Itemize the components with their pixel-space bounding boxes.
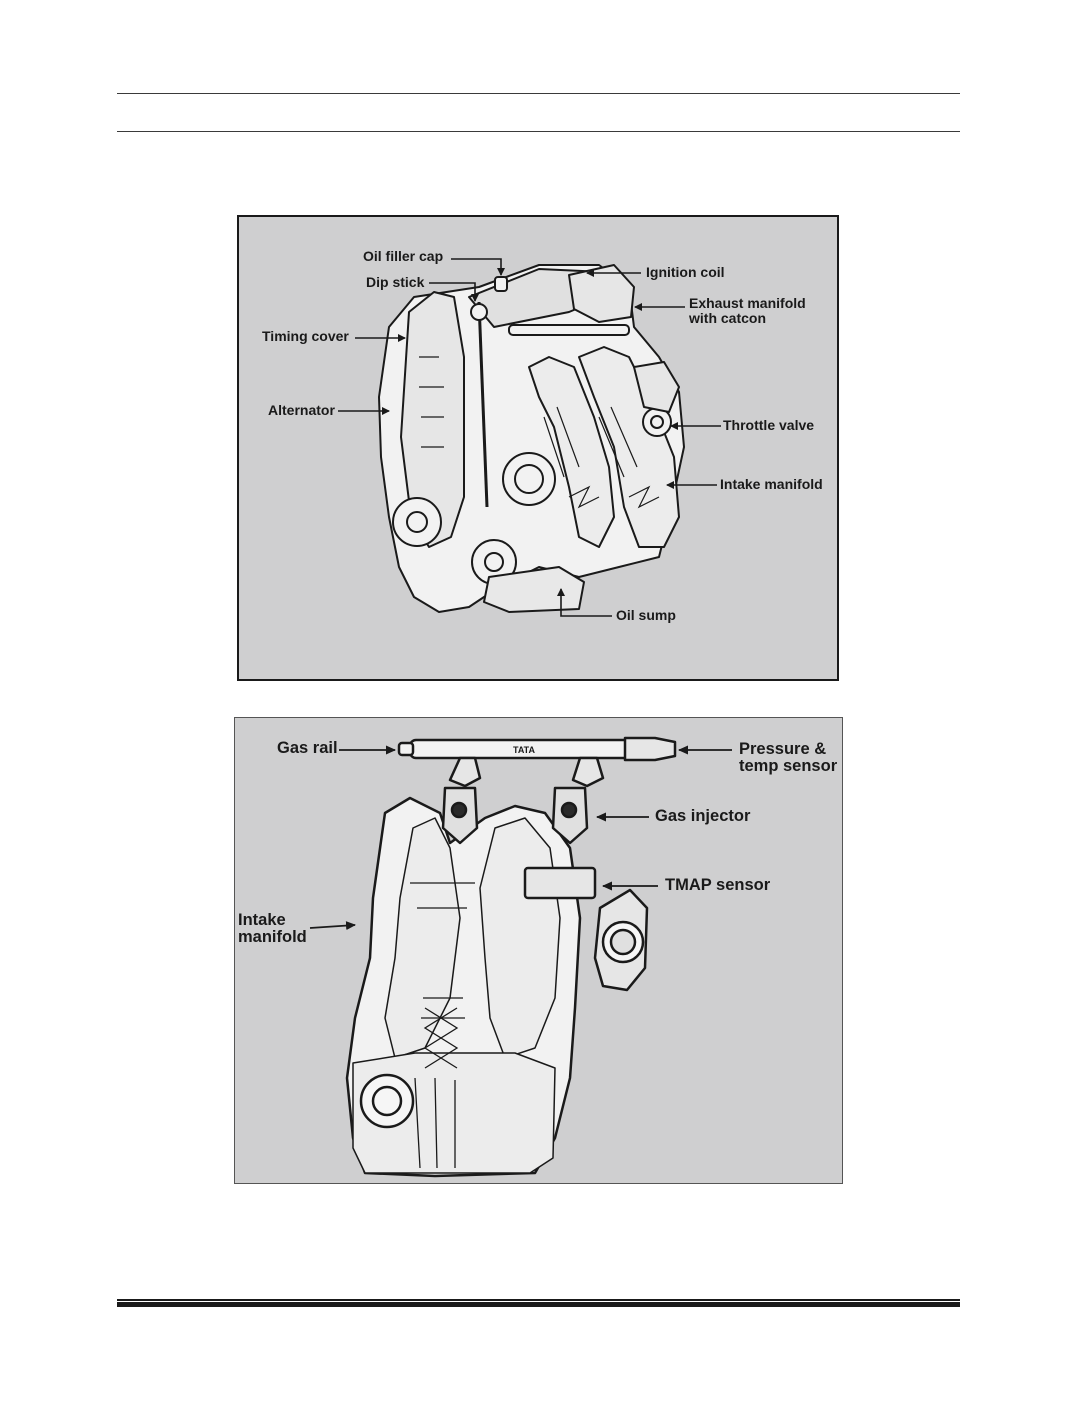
label-intake-manifold-2-line1: Intake bbox=[238, 911, 286, 929]
label-pressure-temp-sensor: Pressure & temp sensor bbox=[739, 740, 838, 776]
label-dip-stick: Dip stick bbox=[366, 274, 425, 290]
label-gas-rail: Gas rail bbox=[277, 739, 338, 757]
header-rule-bottom bbox=[117, 131, 960, 132]
label-timing-cover: Timing cover bbox=[262, 328, 349, 344]
label-exhaust-manifold-line1: Exhaust manifold bbox=[689, 295, 806, 311]
label-intake-manifold: Intake manifold bbox=[720, 476, 823, 492]
engine-leader-lines bbox=[338, 258, 721, 617]
intake-illustration: TATA bbox=[345, 736, 677, 1178]
label-exhaust-manifold-line2: with catcon bbox=[689, 309, 767, 326]
label-alternator: Alternator bbox=[268, 402, 335, 418]
label-oil-sump: Oil sump bbox=[616, 607, 676, 623]
label-oil-filler-cap: Oil filler cap bbox=[363, 248, 444, 264]
engine-illustration bbox=[378, 264, 685, 613]
label-pressure-temp-sensor-line1: Pressure & bbox=[739, 740, 827, 758]
label-ignition-coil: Ignition coil bbox=[646, 264, 725, 280]
label-tmap-sensor: TMAP sensor bbox=[665, 876, 771, 894]
label-intake-manifold-2: Intake manifold bbox=[238, 911, 307, 947]
label-exhaust-manifold: Exhaust manifold with catcon bbox=[689, 296, 806, 325]
rail-marking: TATA bbox=[513, 745, 535, 755]
intake-figure: TATA Gas rail Pressure & temp sensor Gas… bbox=[234, 717, 843, 1184]
engine-figure: Oil filler cap Dip stick Timing cover Al… bbox=[237, 215, 839, 681]
label-pressure-temp-sensor-line2: temp sensor bbox=[739, 757, 838, 776]
header-rule-top bbox=[117, 93, 960, 94]
label-throttle-valve: Throttle valve bbox=[723, 417, 815, 433]
footer-rule-thick bbox=[117, 1302, 960, 1307]
label-intake-manifold-2-line2: manifold bbox=[238, 928, 307, 947]
footer-rule-thin bbox=[117, 1299, 960, 1301]
label-gas-injector: Gas injector bbox=[655, 807, 751, 825]
intake-leader-lines bbox=[309, 745, 732, 931]
